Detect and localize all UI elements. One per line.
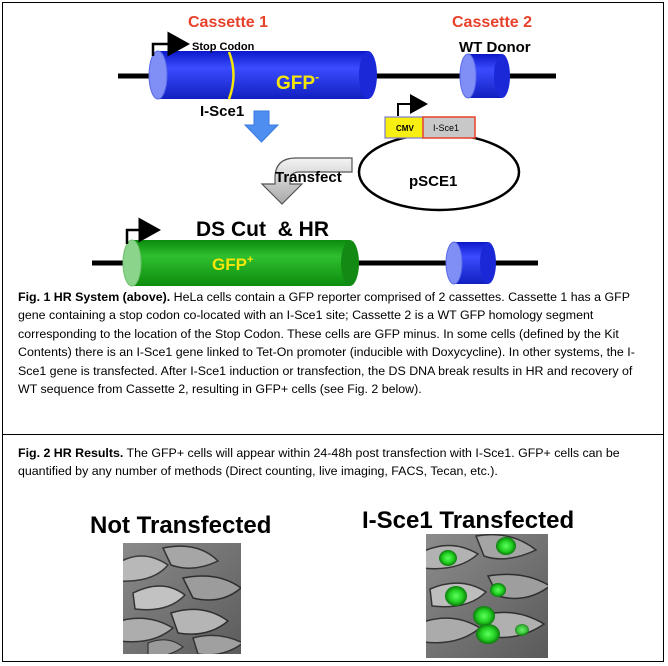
section-divider	[2, 434, 664, 435]
cassette2-label: Cassette 2	[452, 14, 532, 31]
psce1-plasmid-circle	[357, 132, 521, 212]
not-transfected-micrograph	[123, 543, 241, 654]
isce1-gene-box	[422, 116, 476, 139]
cmv-label: CMV	[396, 124, 414, 133]
hr-system-diagram: Cassette 1 Cassette 2 Stop Codon WT Dono…	[92, 14, 556, 287]
transfected-micrograph	[426, 534, 548, 658]
psce1-label: pSCE1	[409, 173, 457, 190]
gfp-plus-cylinder	[122, 239, 359, 287]
fig2-caption: Fig. 2 HR Results. The GFP+ cells will a…	[18, 444, 654, 481]
gfp-minus-label: GFP-	[276, 70, 319, 94]
cassette1-label: Cassette 1	[188, 14, 268, 31]
fig2-title: Fig. 2 HR Results.	[18, 446, 124, 460]
isce1-site-label: I-Sce1	[200, 103, 244, 120]
cassette2-cylinder	[459, 53, 510, 99]
wt-donor-label: WT Donor	[459, 39, 531, 56]
fig1-body: HeLa cells contain a GFP reporter compri…	[18, 290, 635, 397]
promoter-arrow-top-icon	[151, 31, 190, 57]
isce1-box-label: I-Sce1	[433, 123, 459, 133]
cassette2-bottom-cylinder	[445, 241, 496, 285]
blue-down-arrow-icon	[243, 110, 280, 143]
gfp-plus-label: GFP+	[212, 254, 253, 274]
fig1-title: Fig. 1 HR System (above).	[18, 290, 171, 304]
fig1-caption: Fig. 1 HR System (above). HeLa cells con…	[18, 288, 654, 398]
not-transfected-title: Not Transfected	[90, 512, 272, 539]
stop-codon-label: Stop Codon	[192, 41, 255, 53]
cassette1-cylinder	[148, 50, 377, 100]
transfected-title: I-Sce1 Transfected	[362, 507, 575, 534]
transfect-arrow-icon	[260, 157, 353, 205]
promoter-arrow-bottom-icon	[125, 217, 161, 244]
promoter-arrow-plasmid-icon	[397, 94, 428, 116]
transfect-label: Transfect	[275, 169, 342, 186]
ds-cut-hr-label: DS Cut & HR	[196, 218, 329, 241]
fig2-body: The GFP+ cells will appear within 24-48h…	[18, 446, 620, 479]
